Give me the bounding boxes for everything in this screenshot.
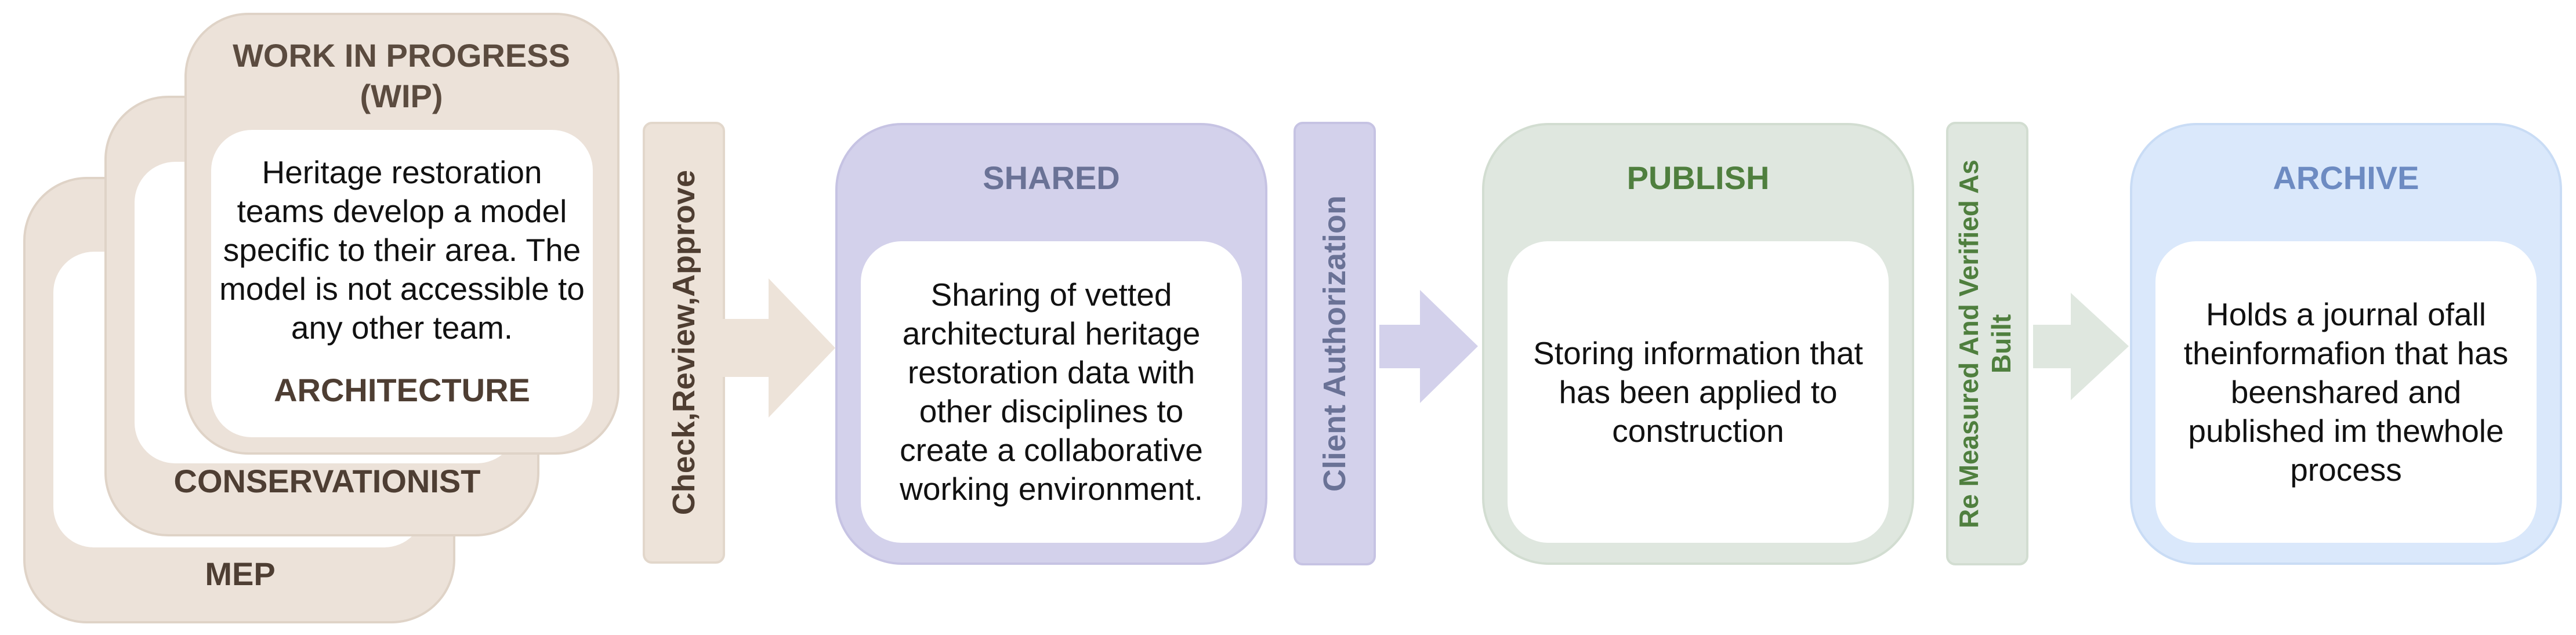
gate-re-measured-label: Re Measured And Verified As Built [1954,159,2016,528]
wip-card-architecture-inner: Heritage restoration teams develop a mod… [211,130,593,437]
gate-check-review-approve: Check,Review,Approve [643,122,725,564]
gate-check-review-approve-label: Check,Review,Approve [666,170,701,516]
stage-shared-description: Sharing of vetted architectural heritage… [861,241,1242,543]
gate-re-measured: Re Measured And Verified As Built [1946,122,2028,565]
wip-description: Heritage restoration teams develop a mod… [219,154,585,346]
stage-publish-title: PUBLISH [1626,159,1770,196]
stage-publish: PUBLISH Storing information that has bee… [1482,123,1914,565]
team-label-mep: MEP [205,555,276,592]
team-label-architecture: ARCHITECTURE [274,371,530,408]
arrow-3-icon [2033,293,2129,400]
gate-client-authorization: Client Authorization [1294,122,1376,565]
arrow-2-icon [1379,290,1478,403]
stage-shared-title: SHARED [983,159,1120,196]
stage-archive: ARCHIVE Holds a journal ofall theinforma… [2130,123,2562,565]
team-label-conservationist: CONSERVATIONIST [173,462,481,499]
stage-shared: SHARED Sharing of vetted architectural h… [835,123,1267,565]
wip-title: WORK IN PROGRESS (WIP) [233,37,570,114]
wip-card-architecture: WORK IN PROGRESS (WIP) Heritage restorat… [184,13,619,455]
gate-client-authorization-label: Client Authorization [1317,195,1352,492]
stage-archive-title: ARCHIVE [2273,159,2419,196]
stage-publish-description: Storing information that has been applie… [1508,241,1889,543]
arrow-1-icon [722,278,835,418]
stage-archive-description: Holds a journal ofall theinformafion tha… [2155,241,2537,543]
